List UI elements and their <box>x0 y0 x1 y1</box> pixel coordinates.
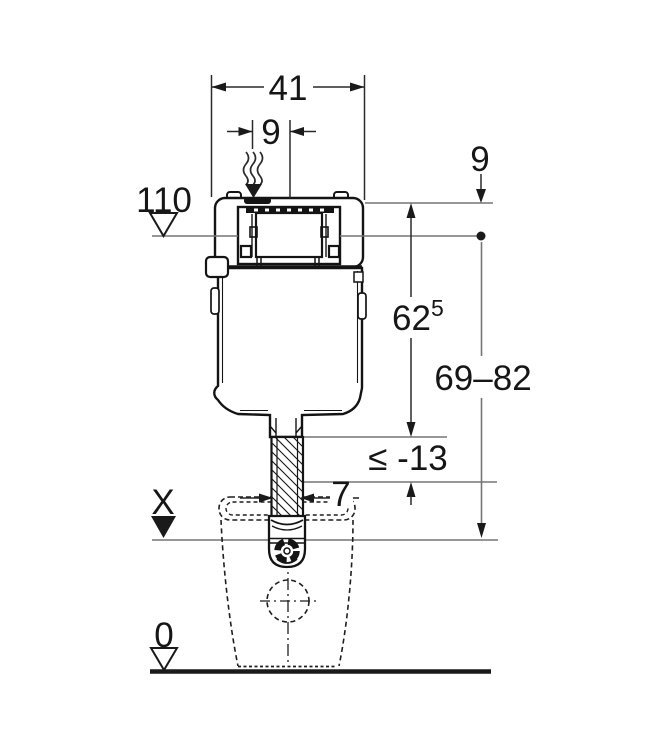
label-height-range: 69–82 <box>434 359 531 398</box>
level-110-triangle <box>148 212 179 238</box>
label-bg <box>390 299 438 336</box>
reference-lines <box>152 202 498 541</box>
cistern <box>204 191 367 569</box>
label-level-x: X <box>151 483 174 522</box>
flush-pipe-hatching <box>272 437 303 516</box>
arrowhead-up <box>406 482 416 497</box>
dimension-supply-offset-9 <box>227 120 316 198</box>
cistern-top-strip-slits <box>254 208 324 212</box>
dimension-top-offset-9 <box>476 174 486 203</box>
pan-side-left <box>220 519 239 667</box>
arrowhead-up <box>406 203 416 218</box>
label-pipe-depth: ≤ -13 <box>368 439 448 478</box>
water-supply-icon <box>242 151 271 204</box>
access-clip-right <box>320 226 329 238</box>
label-bg <box>440 360 527 395</box>
arrowhead-right <box>350 82 365 92</box>
wall-clip-right <box>357 292 367 320</box>
label-width-41: 41 <box>269 69 308 108</box>
pan-side-right <box>338 519 354 667</box>
dimension-pipe-width-7 <box>240 493 359 503</box>
wall-clip-left <box>210 287 220 315</box>
outlet-stub-detail <box>269 418 303 437</box>
label-level-zero: 0 <box>154 616 173 655</box>
arrowhead-right <box>259 493 273 503</box>
label-pipe-width-7: 7 <box>331 475 350 514</box>
reference-dot <box>476 231 486 241</box>
arrowhead-down <box>406 422 416 437</box>
access-lug-left <box>239 244 253 259</box>
label-supply-offset-9: 9 <box>261 113 280 152</box>
supply-connection <box>244 197 271 204</box>
dimension-depth-13 <box>406 482 416 505</box>
dimension-height-62-5 <box>406 203 416 437</box>
bend-clamp-ring <box>274 538 300 564</box>
arrowhead-down <box>476 189 486 203</box>
label-level-110: 110 <box>136 181 192 220</box>
level-zero-triangle <box>149 647 179 672</box>
cistern-tank <box>213 266 364 439</box>
height-range-arrow-down <box>477 523 486 538</box>
dimension-labels: 41 9 110 9 625 69–82 ≤ -13 7 X 0 <box>136 69 532 655</box>
access-clip-left <box>249 226 258 238</box>
arrowhead-left <box>300 493 314 503</box>
label-bg <box>330 483 353 507</box>
access-lug-right <box>327 244 341 259</box>
wall-step-right <box>353 271 364 283</box>
label-top-offset-9: 9 <box>470 140 489 179</box>
level-x-triangle <box>151 516 176 538</box>
flush-bend-connector <box>267 514 307 569</box>
frame-bottom-ticks <box>256 257 320 266</box>
arrowhead-left <box>211 82 226 92</box>
side-bracket-left <box>204 255 230 279</box>
dimension-width-41 <box>210 75 366 200</box>
label-height-62-5: 625 <box>392 295 444 338</box>
access-opening <box>254 211 324 259</box>
